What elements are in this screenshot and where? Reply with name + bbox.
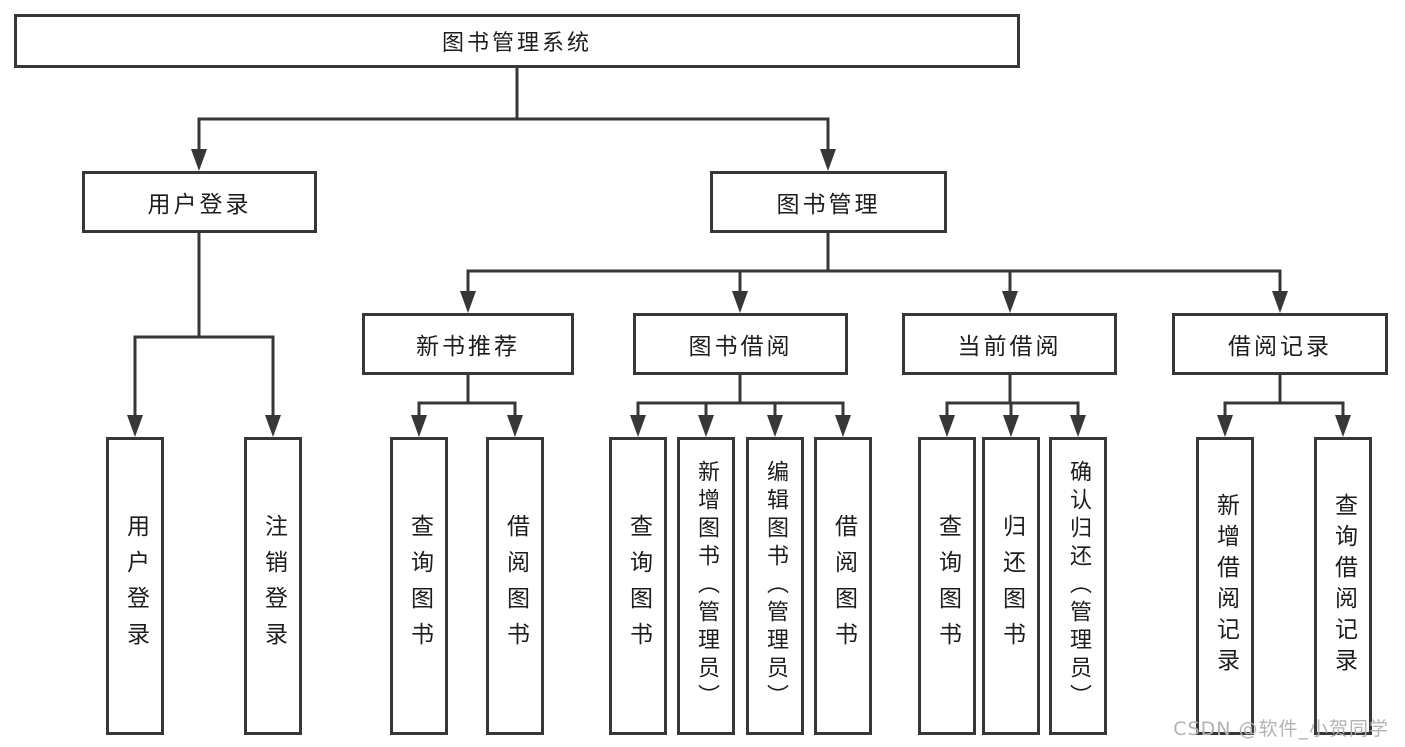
leaf-label: 借阅图书 [830, 514, 857, 658]
leaf-cb-confirm-return-admin: 确认归还（管理员） [1049, 437, 1107, 735]
leaf-label: 查询图书 [934, 514, 961, 658]
leaf-nb-borrow-books: 借阅图书 [486, 437, 544, 735]
leaf-label: 注销登录 [260, 514, 287, 658]
leaf-br-query-record: 查询借阅记录 [1314, 437, 1372, 735]
leaf-logout: 注销登录 [244, 437, 302, 735]
leaf-user-login: 用户登录 [106, 437, 164, 735]
leaf-label: 确认归还（管理员） [1066, 460, 1091, 712]
leaf-label: 借阅图书 [502, 514, 529, 658]
leaf-label: 新增图书（管理员） [694, 460, 719, 712]
leaf-nb-query-books: 查询图书 [390, 437, 448, 735]
leaf-bb-query-books: 查询图书 [609, 437, 667, 735]
leaf-br-add-record: 新增借阅记录 [1196, 437, 1254, 735]
csdn-watermark: CSDN @软件_小贺同学 [1173, 718, 1389, 740]
leaf-cb-return-books: 归还图书 [982, 437, 1040, 735]
node-label: 图书管理 [776, 192, 881, 218]
leaf-bb-edit-books-admin: 编辑图书（管理员） [746, 437, 804, 735]
leaf-cb-query-books: 查询图书 [918, 437, 976, 735]
node-book-management: 图书管理 [710, 171, 947, 233]
node-borrow-records: 借阅记录 [1172, 313, 1388, 375]
leaf-label: 查询图书 [406, 514, 433, 658]
node-label: 图书借阅 [688, 334, 793, 360]
node-book-borrow: 图书借阅 [633, 313, 848, 375]
leaf-label: 归还图书 [998, 514, 1025, 658]
node-library-management-system: 图书管理系统 [14, 14, 1020, 68]
node-label: 当前借阅 [957, 334, 1062, 360]
leaf-bb-borrow-books: 借阅图书 [814, 437, 872, 735]
node-label: 图书管理系统 [441, 31, 592, 56]
connector-arrowheads [127, 149, 1351, 437]
leaf-label: 新增借阅记录 [1212, 493, 1239, 679]
node-new-book-recommend: 新书推荐 [362, 313, 574, 375]
node-label: 借阅记录 [1228, 334, 1332, 360]
leaf-bb-add-books-admin: 新增图书（管理员） [677, 437, 735, 735]
node-label: 新书推荐 [416, 334, 520, 360]
leaf-label: 查询图书 [625, 514, 652, 658]
leaf-label: 编辑图书（管理员） [763, 460, 788, 712]
leaf-label: 查询借阅记录 [1330, 493, 1357, 679]
leaf-label: 用户登录 [122, 514, 149, 658]
node-user-login: 用户登录 [82, 171, 317, 233]
node-label: 用户登录 [147, 192, 252, 218]
node-current-borrow: 当前借阅 [902, 313, 1117, 375]
